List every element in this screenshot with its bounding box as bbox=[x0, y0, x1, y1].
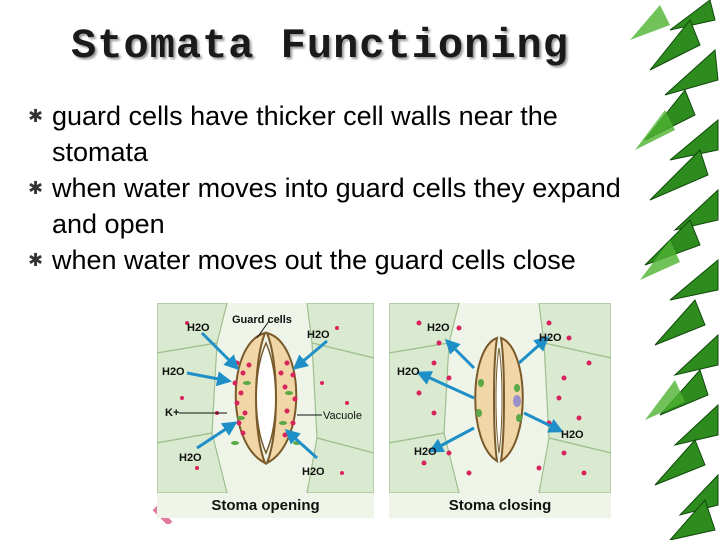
label-h2o: H2O bbox=[187, 322, 210, 334]
label-h2o: H2O bbox=[179, 452, 202, 464]
label-h2o: H2O bbox=[427, 322, 450, 334]
label-h2o: H2O bbox=[539, 332, 562, 344]
bullet-item: ✱ when water moves out the guard cells cl… bbox=[28, 242, 628, 278]
label-k-plus: K+ bbox=[165, 407, 179, 419]
label-vacuole: Vacuole bbox=[323, 410, 362, 422]
bullet-list: ✱ guard cells have thicker cell walls nea… bbox=[28, 98, 628, 278]
bullet-text: when water moves out the guard cells clo… bbox=[52, 245, 576, 275]
asterisk-bullet-icon: ✱ bbox=[28, 178, 44, 198]
label-h2o: H2O bbox=[414, 446, 437, 458]
stoma-closing-panel: H2O H2O H2O H2O H2O Stoma closing bbox=[389, 303, 611, 518]
stoma-opening-diagram: H2O Guard cells H2O H2O K+ Vacuole H2O H… bbox=[157, 303, 374, 493]
label-h2o: H2O bbox=[561, 429, 584, 441]
bullet-text: when water moves into guard cells they e… bbox=[52, 173, 621, 239]
bullet-item: ✱ when water moves into guard cells they … bbox=[28, 170, 628, 242]
stoma-closing-diagram: H2O H2O H2O H2O H2O bbox=[389, 303, 611, 493]
asterisk-bullet-icon: ✱ bbox=[28, 106, 44, 126]
bullet-item: ✱ guard cells have thicker cell walls nea… bbox=[28, 98, 628, 170]
bullet-text: guard cells have thicker cell walls near… bbox=[52, 101, 558, 167]
label-h2o: H2O bbox=[397, 366, 420, 378]
slide-title: Stomata Functioning bbox=[71, 22, 569, 70]
asterisk-bullet-icon: ✱ bbox=[28, 250, 44, 270]
label-h2o: H2O bbox=[307, 329, 330, 341]
label-guard-cells: Guard cells bbox=[232, 314, 292, 326]
label-h2o: H2O bbox=[302, 466, 325, 478]
label-h2o: H2O bbox=[162, 366, 185, 378]
bamboo-leaves-decoration bbox=[630, 0, 719, 540]
caption-stoma-closing: Stoma closing bbox=[448, 497, 552, 514]
caption-stoma-opening: Stoma opening bbox=[211, 497, 320, 514]
stoma-opening-panel: H2O Guard cells H2O H2O K+ Vacuole H2O H… bbox=[157, 303, 374, 518]
